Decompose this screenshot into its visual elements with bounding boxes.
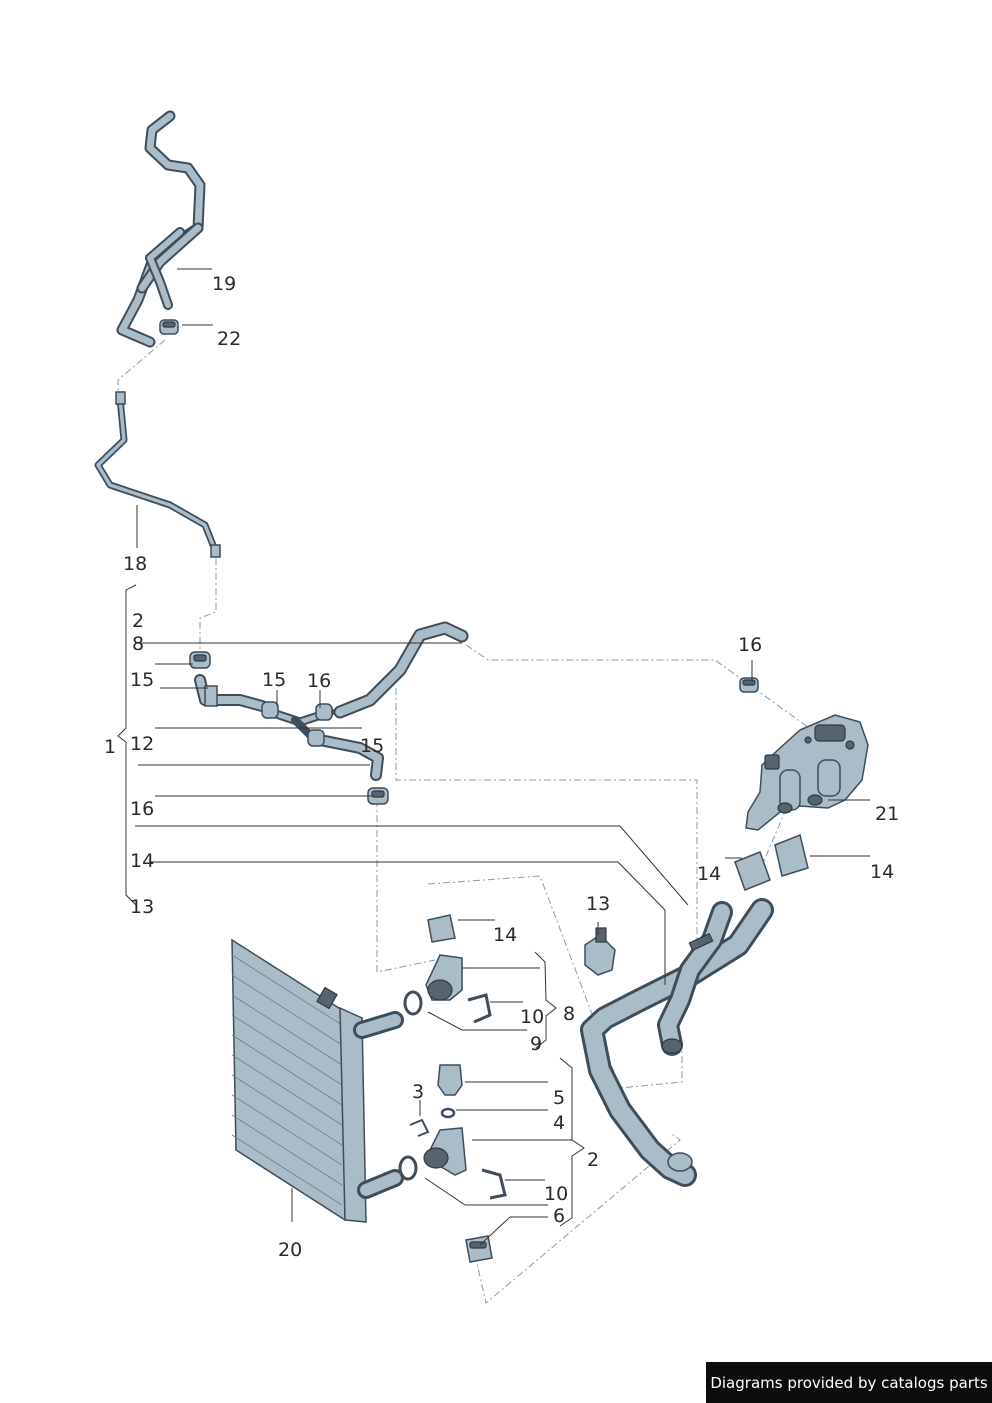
callout-16-right: 16: [738, 634, 762, 656]
radiator-20: [231, 938, 404, 1223]
callout-14-housing-left: 14: [697, 863, 721, 885]
callout-1: 1: [104, 736, 116, 758]
callout-12: 12: [130, 733, 154, 755]
callout-10-lower: 10: [544, 1183, 568, 1205]
callout-14-housing-right: 14: [870, 861, 894, 883]
hose-13: [580, 898, 774, 1187]
leader-lines: [117, 268, 870, 1246]
callout-18: 18: [123, 553, 147, 575]
callout-20: 20: [278, 1239, 302, 1261]
hose-assembly-1: [194, 621, 469, 781]
housing-21: [745, 714, 869, 831]
callout-5: 5: [553, 1087, 565, 1109]
callout-14-left: 14: [130, 850, 154, 872]
callout-15-mid: 15: [262, 669, 286, 691]
flange-8: [403, 914, 492, 1024]
callout-2-upper: 2: [132, 610, 144, 632]
callout-8-lower: 8: [563, 1003, 575, 1025]
clamp-16-housing: [739, 677, 759, 693]
hose-19: [116, 110, 206, 348]
callout-21: 21: [875, 803, 899, 825]
callout-4: 4: [553, 1112, 565, 1134]
clamps-14-housing: [734, 833, 809, 891]
clamp-13: [584, 927, 616, 976]
callout-10-upper: 10: [520, 1006, 544, 1028]
hose-18: [94, 391, 221, 558]
clamp-22: [159, 319, 179, 335]
callout-13-clamp: 13: [586, 893, 610, 915]
callout-22: 22: [217, 328, 241, 350]
callout-2-lower: 2: [587, 1149, 599, 1171]
callout-15-right: 15: [360, 735, 384, 757]
callout-3: 3: [412, 1081, 424, 1103]
clamps-assembly-1: [189, 651, 389, 805]
callout-19: 19: [212, 273, 236, 295]
callout-9: 9: [530, 1033, 542, 1055]
flange-2: [398, 1064, 507, 1263]
callout-6: 6: [553, 1205, 565, 1227]
credit-banner: Diagrams provided by catalogs parts: [706, 1362, 992, 1403]
callout-16-lower: 16: [130, 798, 154, 820]
callout-labels: 19 22 18 2 8 15 15 16 15 1 12 16 14 13 1…: [104, 273, 899, 1261]
callout-8-upper: 8: [132, 633, 144, 655]
callout-15-left: 15: [130, 669, 154, 691]
callout-13-left: 13: [130, 896, 154, 918]
callout-14-flange: 14: [493, 924, 517, 946]
callout-16-mid: 16: [307, 670, 331, 692]
